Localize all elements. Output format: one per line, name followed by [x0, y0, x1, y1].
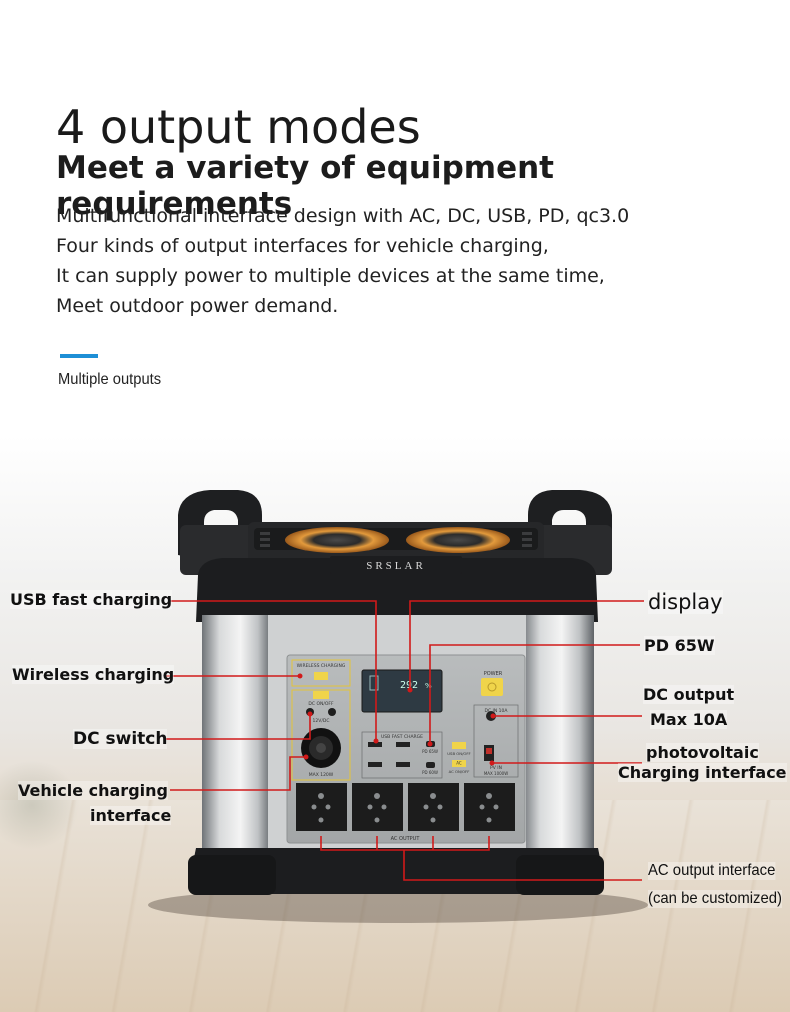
- svg-text:AC: AC: [456, 761, 462, 766]
- callout-dc-output-line2: Max 10A: [650, 710, 728, 729]
- description-line: Meet outdoor power demand.: [56, 295, 339, 317]
- dc-switch-button: [313, 691, 329, 699]
- svg-text:USB ON/OFF: USB ON/OFF: [447, 751, 470, 756]
- svg-text:DC ON/OFF: DC ON/OFF: [308, 701, 334, 707]
- device-shadow: [148, 887, 648, 923]
- ac-outlets: [296, 783, 515, 831]
- svg-text:AC OUTPUT: AC OUTPUT: [391, 836, 421, 842]
- headline: 4 output modes: [56, 100, 421, 154]
- usb-port: [396, 742, 410, 747]
- description-line: It can supply power to multiple devices …: [56, 265, 605, 287]
- accent-bar: [60, 354, 98, 358]
- subheadline: Meet a variety of equipment requirements: [56, 150, 554, 222]
- callout-display: display: [648, 590, 723, 614]
- description-list: Multifunctional interface design with AC…: [56, 201, 629, 321]
- wireless-pad-right: [406, 527, 510, 553]
- callout-photovoltaic: photovoltaic: [646, 743, 759, 762]
- brand-logo: SRSLAR: [366, 560, 426, 572]
- svg-text:%: %: [425, 682, 432, 690]
- svg-text:PD 60W: PD 60W: [422, 770, 438, 775]
- wireless-button: [314, 672, 328, 680]
- pd-port: [426, 741, 435, 747]
- blurred-plant: [0, 760, 80, 850]
- usb-port: [368, 742, 382, 747]
- callout-photovoltaic-line2: Charging interface: [618, 763, 787, 782]
- section-tag: Multiple outputs: [58, 371, 162, 388]
- dc-output-port: [486, 711, 496, 721]
- callout-usb-fast-charging: USB fast charging: [10, 590, 173, 609]
- right-aluminum-side: [522, 615, 594, 865]
- svg-text:MAX 120W: MAX 120W: [309, 772, 334, 778]
- callout-pd-65w: PD 65W: [644, 636, 715, 655]
- pd-port: [426, 762, 435, 768]
- svg-text:PV IN: PV IN: [490, 765, 502, 771]
- svg-text:USB FAST CHARGE: USB FAST CHARGE: [381, 734, 423, 740]
- callout-ac-output: AC output interface: [648, 862, 776, 880]
- left-aluminum-side: [202, 615, 272, 865]
- callout-dc-output: DC output: [643, 685, 735, 704]
- svg-text:MAX 1000W: MAX 1000W: [484, 771, 508, 776]
- svg-text:PD 65W: PD 65W: [422, 749, 438, 754]
- callout-vehicle-charging: Vehicle charging: [18, 781, 168, 800]
- svg-text:12V/DC: 12V/DC: [313, 718, 330, 724]
- svg-text:WIRELESS CHARGING: WIRELESS CHARGING: [297, 663, 346, 669]
- power-button: [481, 678, 503, 696]
- description-line: Four kinds of output interfaces for vehi…: [56, 235, 549, 257]
- callout-vehicle-charging-line2: interface: [90, 806, 172, 825]
- callout-wireless-charging: Wireless charging: [12, 665, 175, 684]
- wireless-pad-left: [285, 527, 389, 553]
- svg-text:292: 292: [400, 680, 418, 691]
- svg-text:POWER: POWER: [484, 671, 503, 677]
- callout-ac-output-line2: (can be customized): [648, 890, 782, 908]
- callout-dc-switch: DC switch: [73, 729, 168, 749]
- description-line: Multifunctional interface design with AC…: [56, 205, 630, 227]
- svg-text:AC ON/OFF: AC ON/OFF: [449, 769, 470, 774]
- usb-port: [396, 762, 410, 767]
- usb-port: [368, 762, 382, 767]
